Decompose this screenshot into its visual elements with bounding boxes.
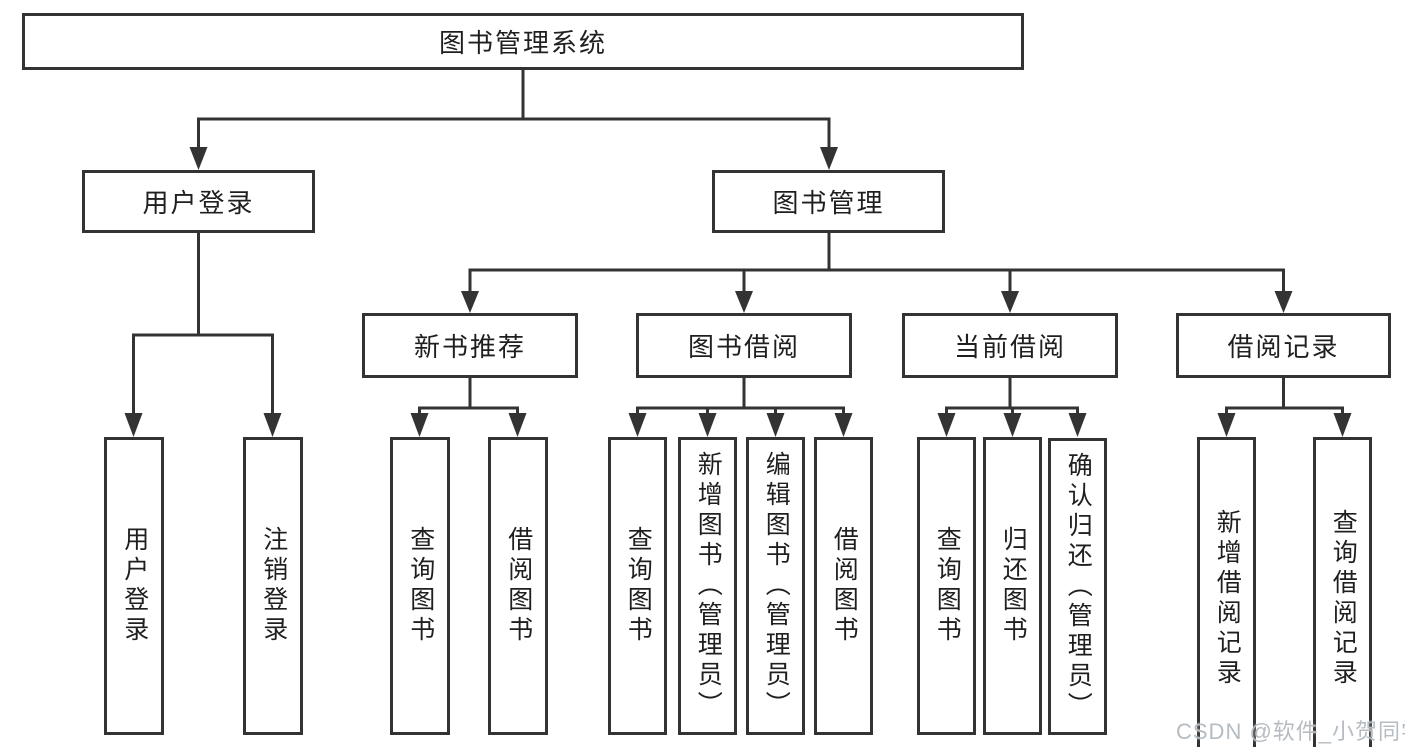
leaf-label: 编辑图书（管理员） <box>762 451 791 721</box>
leaf-logout: 注销登录 <box>243 437 303 735</box>
leaf-label: 查询借阅记录 <box>1329 508 1358 689</box>
leaf-label: 注销登录 <box>259 526 288 646</box>
leaf-borrow-add-book-admin: 新增图书（管理员） <box>678 437 737 735</box>
node-book-management: 图书管理 <box>712 170 945 233</box>
leaf-borrow-edit-book-admin: 编辑图书（管理员） <box>746 437 805 735</box>
leaf-current-query-book: 查询图书 <box>917 437 976 735</box>
leaf-label: 确认归还（管理员） <box>1064 451 1093 722</box>
leaf-label: 归还图书 <box>999 526 1028 646</box>
leaf-label: 新增借阅记录 <box>1213 508 1242 689</box>
node-user-login: 用户登录 <box>82 170 315 233</box>
connector-root-to-level2 <box>197 66 831 152</box>
leaf-records-add-record: 新增借阅记录 <box>1197 437 1256 747</box>
leaf-borrow-query-book: 查询图书 <box>608 437 667 735</box>
leaf-user-login: 用户登录 <box>104 437 164 735</box>
node-root: 图书管理系统 <box>22 13 1024 70</box>
leaf-borrow-borrow-book: 借阅图书 <box>814 437 873 735</box>
arrowheads <box>124 147 1352 437</box>
leaf-label: 借阅图书 <box>830 526 859 646</box>
connector-borrow-group <box>636 376 845 426</box>
connector-user-login-group <box>132 231 274 426</box>
leaf-label: 查询图书 <box>406 526 435 646</box>
leaf-label: 用户登录 <box>120 526 149 646</box>
connector-new-books-group <box>418 376 519 426</box>
node-new-book-recommendation: 新书推荐 <box>362 313 578 378</box>
leaf-current-confirm-return-admin: 确认归还（管理员） <box>1048 438 1107 735</box>
csdn-watermark: CSDN @软件_小贺同学 <box>1176 719 1405 744</box>
leaf-records-query-record: 查询借阅记录 <box>1313 437 1372 747</box>
leaf-label: 查询图书 <box>933 526 962 646</box>
node-current-borrowing: 当前借阅 <box>902 313 1118 378</box>
node-borrowing-records: 借阅记录 <box>1176 313 1391 378</box>
connector-book-mgmt-to-level3 <box>468 231 1285 298</box>
leaf-newbooks-query-book: 查询图书 <box>390 437 450 735</box>
connector-records-group <box>1225 376 1344 426</box>
leaf-label: 借阅图书 <box>504 526 533 646</box>
leaf-label: 查询图书 <box>624 526 653 646</box>
leaf-current-return-book: 归还图书 <box>983 437 1042 735</box>
leaf-newbooks-borrow-book: 借阅图书 <box>488 437 548 735</box>
node-book-borrowing: 图书借阅 <box>636 313 852 378</box>
leaf-label: 新增图书（管理员） <box>694 451 723 721</box>
